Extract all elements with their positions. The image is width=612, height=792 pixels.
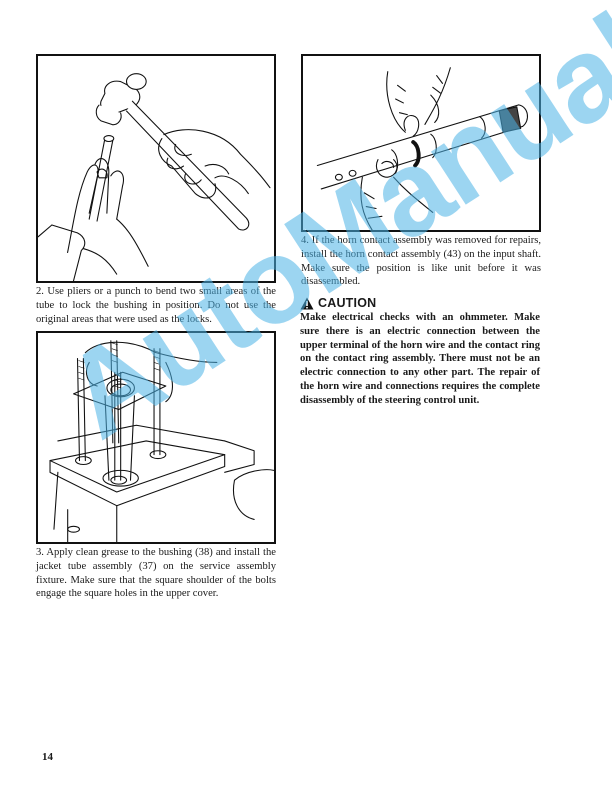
- service-fixture-illustration: [49, 340, 274, 542]
- figure-service-fixture: [36, 331, 276, 544]
- step-3-text: 3. Apply clean grease to the bushing (38…: [36, 547, 276, 600]
- step-2-text: 2. Use pliers or a punch to bend two sma…: [36, 286, 276, 325]
- page-number: 14: [42, 751, 53, 763]
- caution-text: Make electrical checks with an ohmmeter.…: [300, 312, 540, 406]
- caution-heading: CAUTION: [300, 296, 376, 310]
- hammer-punch-illustration: [38, 73, 271, 281]
- horn-contact-illustration: [316, 67, 528, 230]
- figure-hammer-punch: [36, 54, 276, 283]
- caution-title: CAUTION: [318, 296, 377, 310]
- warning-triangle-icon: [300, 297, 314, 309]
- step-4-text: 4. If the horn contact assembly was remo…: [301, 235, 541, 288]
- figure-horn-contact: [301, 54, 541, 232]
